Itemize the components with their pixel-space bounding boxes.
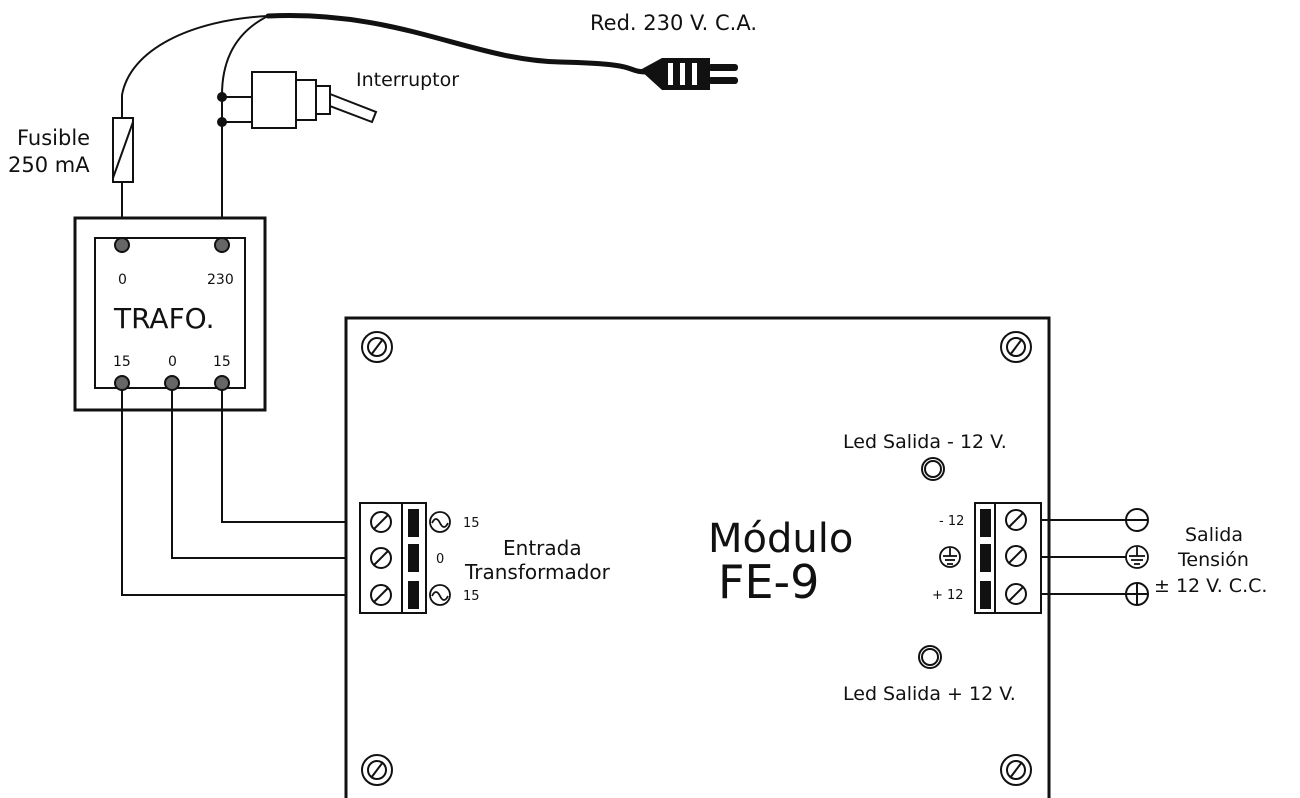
input-label-line2: Transformador xyxy=(464,560,611,584)
led-bottom xyxy=(918,645,942,669)
mount-hole-top-left xyxy=(361,331,393,363)
input-label-line1: Entrada xyxy=(503,536,582,560)
output-terminal-minus12: - 12 xyxy=(939,514,964,529)
mount-hole-top-right xyxy=(1000,331,1032,363)
output-label-line3: ± 12 V. C.C. xyxy=(1154,575,1267,597)
transformer xyxy=(73,216,267,412)
switch-label: Interruptor xyxy=(356,69,459,91)
output-label-line1: Salida xyxy=(1185,524,1243,546)
terminal-secondary-15a xyxy=(114,375,130,391)
ground-output-icon xyxy=(1125,545,1149,569)
ground-icon xyxy=(939,546,961,568)
trafo-terminal-15b: 15 xyxy=(213,354,231,370)
input-terminal-0: 0 xyxy=(436,552,444,567)
trafo-terminal-0b: 0 xyxy=(168,354,177,370)
trafo-title: TRAFO. xyxy=(113,302,215,335)
terminal-secondary-15b xyxy=(214,375,230,391)
trafo-terminal-15a: 15 xyxy=(113,354,131,370)
terminal-primary-230 xyxy=(214,237,230,253)
input-terminal-15b: 15 xyxy=(463,589,480,604)
terminal-primary-0 xyxy=(114,237,130,253)
input-terminal-block xyxy=(359,502,427,614)
power-plug xyxy=(640,58,738,90)
ac-symbol-icon xyxy=(429,511,451,606)
plus-terminal-icon xyxy=(1125,582,1149,606)
input-terminal-15a: 15 xyxy=(463,516,480,531)
module-title-line1: Módulo xyxy=(708,516,853,562)
output-terminal-plus12: + 12 xyxy=(932,588,964,603)
mains-cable xyxy=(121,13,653,123)
terminal-secondary-0 xyxy=(164,375,180,391)
fuse-label-line1: Fusible xyxy=(17,126,90,150)
mains-label: Red. 230 V. C.A. xyxy=(590,11,757,35)
fuse-label-line2: 250 mA xyxy=(8,153,90,177)
toggle-switch xyxy=(217,71,378,238)
trafo-terminal-0: 0 xyxy=(118,272,127,288)
trafo-terminal-230: 230 xyxy=(207,272,234,288)
module-title-line2: FE-9 xyxy=(718,555,819,609)
secondary-wires xyxy=(121,390,360,596)
output-label-line2: Tensión xyxy=(1177,549,1249,571)
minus-terminal-icon xyxy=(1125,508,1149,532)
output-terminal-block xyxy=(974,502,1042,614)
mount-hole-bottom-right xyxy=(1000,754,1032,786)
module-board xyxy=(344,316,1051,798)
led-top xyxy=(921,457,945,481)
output-wires xyxy=(1041,519,1126,595)
mount-hole-bottom-left xyxy=(361,754,393,786)
led-top-label: Led Salida - 12 V. xyxy=(843,431,1007,453)
led-bottom-label: Led Salida + 12 V. xyxy=(843,683,1016,705)
